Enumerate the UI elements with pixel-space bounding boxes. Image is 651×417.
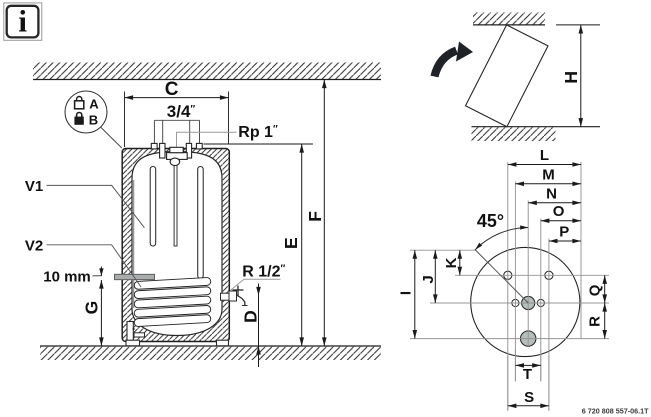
svg-text:Q: Q bbox=[586, 284, 603, 296]
svg-text:L: L bbox=[540, 147, 549, 164]
svg-text:45°: 45° bbox=[477, 211, 504, 231]
svg-text:V2: V2 bbox=[25, 237, 43, 254]
svg-text:O: O bbox=[553, 203, 565, 220]
svg-text:K: K bbox=[443, 257, 460, 268]
svg-text:10 mm: 10 mm bbox=[43, 268, 91, 285]
svg-text:B: B bbox=[89, 113, 98, 128]
svg-text:A: A bbox=[89, 96, 99, 111]
svg-text:6 720 808 557-06.1T: 6 720 808 557-06.1T bbox=[582, 406, 649, 415]
svg-text:M: M bbox=[542, 166, 555, 183]
svg-text:S: S bbox=[524, 389, 534, 406]
svg-text:J: J bbox=[420, 275, 437, 283]
svg-text:G: G bbox=[82, 301, 102, 315]
svg-text:H: H bbox=[561, 71, 581, 84]
svg-text:R: R bbox=[586, 316, 603, 327]
svg-text:E: E bbox=[281, 237, 301, 249]
svg-text:D: D bbox=[241, 310, 261, 323]
svg-text:3/4″: 3/4″ bbox=[167, 102, 196, 121]
svg-text:R 1/2″: R 1/2″ bbox=[242, 264, 285, 281]
svg-text:i: i bbox=[18, 3, 27, 38]
svg-text:Rp 1″: Rp 1″ bbox=[238, 124, 278, 141]
svg-text:I: I bbox=[397, 291, 414, 295]
svg-text:V1: V1 bbox=[25, 178, 43, 195]
svg-text:T: T bbox=[523, 366, 532, 383]
svg-text:N: N bbox=[546, 185, 557, 202]
svg-text:F: F bbox=[305, 211, 325, 222]
svg-text:P: P bbox=[559, 224, 569, 241]
svg-text:C: C bbox=[165, 79, 179, 100]
